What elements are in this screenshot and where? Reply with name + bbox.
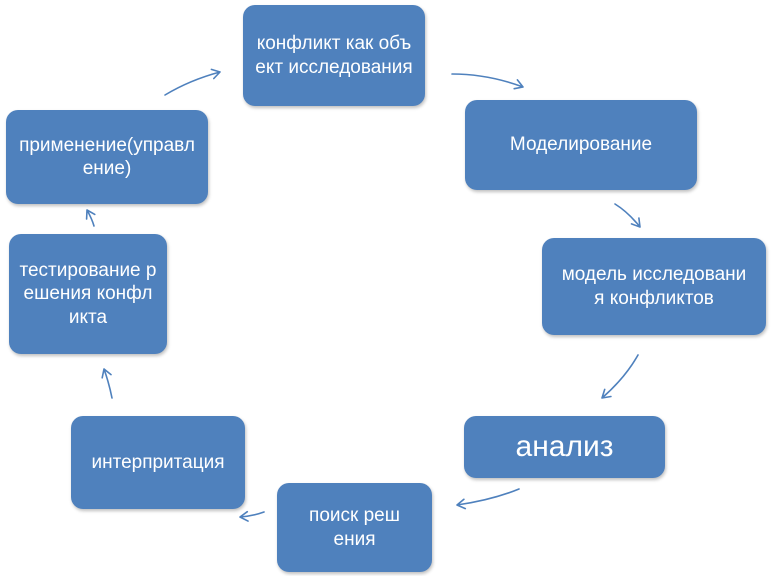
node-testing-solution: тестирование решения конфликта — [9, 234, 167, 354]
node-research-model: модель исследования конфликтов — [542, 238, 766, 335]
node-label: Моделирование — [509, 134, 653, 156]
arrow-to-search-solution — [456, 488, 520, 510]
node-label: анализ — [515, 429, 614, 463]
node-interpretation: интерпритация — [71, 416, 245, 509]
node-analysis: анализ — [464, 416, 665, 478]
node-conflict-as-object: конфликт как объект исследования — [243, 5, 425, 106]
node-label: тестирование решения конфликта — [19, 260, 157, 328]
arrow-to-modeling — [451, 73, 524, 90]
arrow-to-application — [85, 209, 96, 227]
arrow-to-interpretation — [239, 510, 265, 522]
node-label: конфликт как объект исследования — [255, 33, 413, 78]
arrow-to-testing — [101, 368, 113, 399]
node-search-solution: поиск решения — [277, 483, 432, 572]
arrow-to-conflict — [164, 68, 221, 96]
node-label: интерпритация — [91, 451, 225, 473]
node-label: применение(управление) — [19, 134, 195, 179]
node-label: модель исследования конфликтов — [561, 264, 747, 309]
arrow-to-analysis — [601, 354, 639, 399]
node-label: поиск решения — [309, 505, 400, 550]
node-modeling: Моделирование — [465, 100, 697, 190]
node-application: применение(управление) — [6, 110, 208, 204]
arrow-to-research-model — [614, 203, 641, 228]
